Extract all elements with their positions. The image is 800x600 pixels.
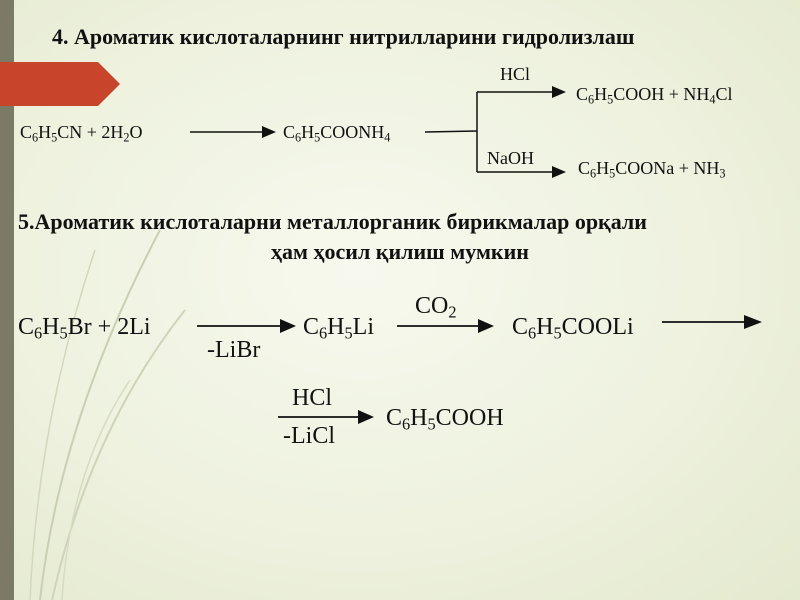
- s5-byproduct-libr: -LiBr: [207, 337, 261, 363]
- s5-salt-formula: C6H5COOLi: [512, 314, 634, 343]
- arrow-s5-3: [662, 315, 762, 329]
- arrow-s5-1: [197, 319, 296, 333]
- s5-intermediate-formula: C6H5Li: [303, 314, 374, 343]
- arrow-s4-branch: [424, 86, 566, 178]
- s4-product-bottom-formula: C6H5COONa + NH3: [578, 158, 726, 181]
- red-ribbon-tab: [0, 62, 120, 106]
- section5-title-line1: 5.Ароматик кислоталарни металлорганик би…: [18, 209, 647, 234]
- s5-reactant-formula: C6H5Br + 2Li: [18, 314, 151, 343]
- s4-intermediate-formula: C6H5COONH4: [283, 122, 391, 145]
- s4-reagent-naoh: NaOH: [487, 148, 534, 168]
- section5-title-line2: ҳам ҳосил қилиш мумкин: [271, 239, 529, 264]
- arrow-s5-2: [397, 319, 494, 333]
- s4-reagent-hcl: HCl: [500, 64, 531, 84]
- section4-title: 4. Ароматик кислоталарнинг нитрилларини …: [52, 24, 635, 49]
- arrow-s4-main: [190, 126, 276, 138]
- s5-reagent-hcl: HCl: [292, 385, 333, 411]
- s5-reagent-co2: CO2: [415, 293, 457, 322]
- s4-product-top-formula: C6H5COOH + NH4Cl: [576, 84, 733, 107]
- left-accent-bar: [0, 0, 14, 600]
- s4-reactant-formula: C6H5CN + 2H2O: [20, 122, 143, 145]
- decorative-grass-strokes: [29, 229, 186, 600]
- s5-final-product-formula: C6H5COOH: [386, 405, 504, 434]
- s5-byproduct-licl: -LiCl: [283, 423, 335, 449]
- arrow-s5-4: [278, 410, 374, 424]
